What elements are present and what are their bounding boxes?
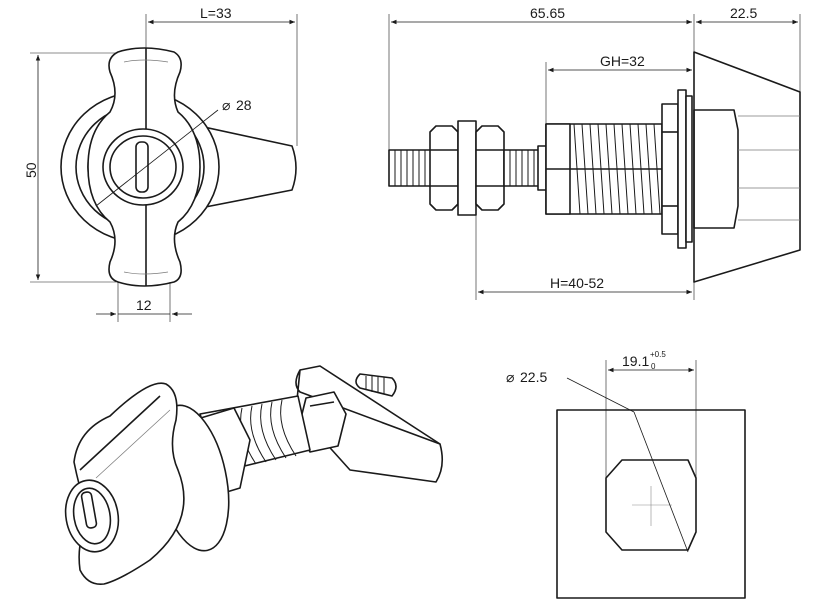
front-view: ⌀ 28 L=33 50 12 [23, 5, 298, 322]
head-depth-label: 22.5 [730, 5, 757, 21]
threaded-stud [388, 149, 436, 187]
cutout-tol-upper: +0.5 [650, 350, 666, 359]
front-length-label: L=33 [200, 5, 232, 21]
front-tab-width-label: 12 [136, 297, 152, 313]
total-length-label: 65.65 [530, 5, 565, 21]
isometric-view [64, 365, 444, 586]
cutout-width-label: 19.1 [622, 353, 649, 369]
keyhole-slot [135, 141, 149, 193]
hex-nut-2 [475, 125, 505, 211]
panel-cutout: ⌀ 22.5 19.1 +0.5 0 [506, 350, 746, 599]
washer [457, 120, 477, 216]
front-height-label: 50 [23, 162, 39, 178]
hex-nut-1 [429, 125, 459, 211]
front-diameter-symbol: ⌀ [222, 97, 230, 113]
cutout-diameter-symbol: ⌀ [506, 369, 514, 385]
panel-nut [661, 103, 679, 235]
flange [677, 89, 687, 249]
cutout-diameter-label: 22.5 [520, 369, 547, 385]
grip-range-label: H=40-52 [550, 275, 604, 291]
iso-keyhole [80, 491, 98, 529]
side-view: 65.65 22.5 GH=32 H=40-52 [388, 5, 801, 300]
head-profile [693, 51, 801, 283]
front-diameter-label: 28 [236, 97, 252, 113]
thread-length-label: GH=32 [600, 53, 645, 69]
cutout-tol-lower: 0 [651, 362, 656, 371]
iso-tongue [295, 369, 444, 483]
